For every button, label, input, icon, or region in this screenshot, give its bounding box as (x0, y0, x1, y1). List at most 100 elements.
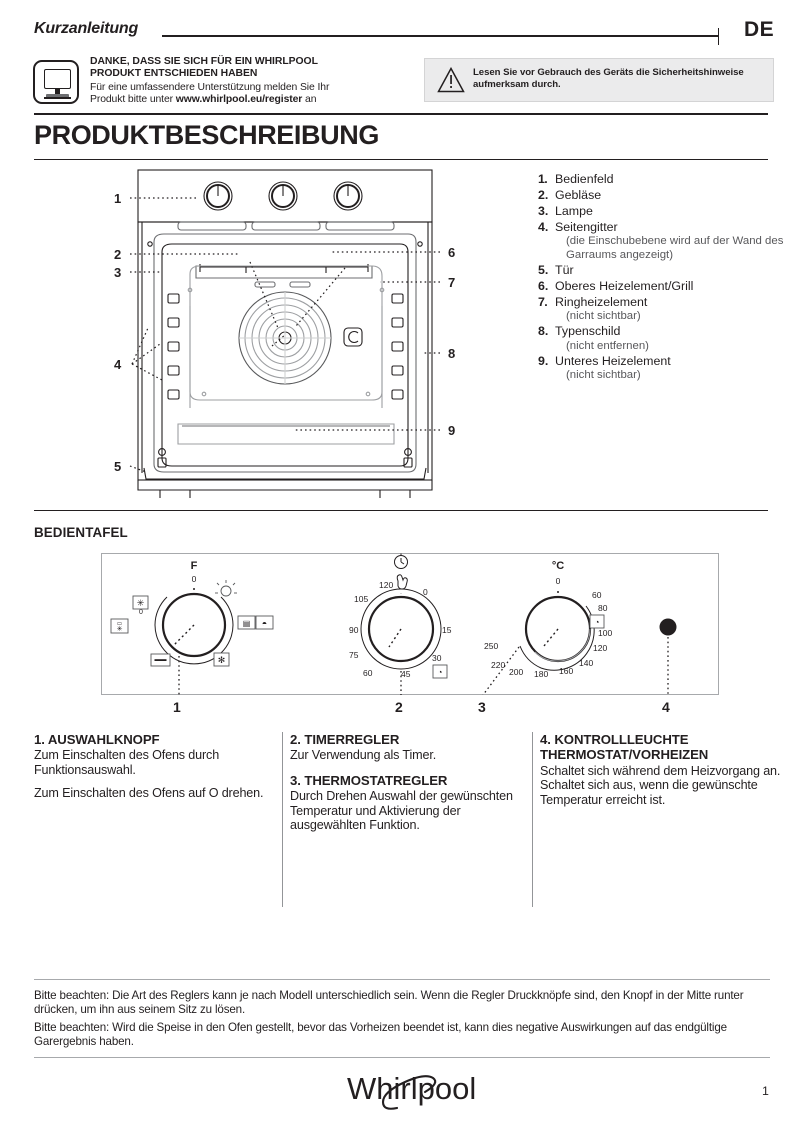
desc-body-2: Zur Verwendung als Timer. (290, 748, 437, 763)
oven-callout-3: 3 (114, 265, 121, 280)
legend-sublabel: (die Einschubebene wird auf der Wand des… (566, 235, 784, 261)
legend-item: 2. Gebläse (538, 188, 788, 203)
legend-item: 9.Unteres Heizelement(nicht sichtbar) (538, 354, 788, 383)
svg-text:250: 250 (484, 641, 498, 651)
header-rule (162, 35, 718, 37)
oven-callout-9: 9 (448, 423, 455, 438)
section-rule-under-title (34, 159, 768, 160)
svg-text:▬▬: ▬▬ (155, 657, 167, 663)
oven-callout-2: 2 (114, 247, 121, 262)
oven-callout-5: 5 (114, 459, 121, 474)
timer-knob-graphic: 0 15 30 45 60 75 90 105 120 · (349, 553, 452, 695)
legend-item: 4. Seitengitter(die Einschubebene wird au… (538, 220, 788, 263)
svg-text:120: 120 (593, 643, 607, 653)
legend-item: 8.Typenschild(nicht entfernen) (538, 324, 788, 353)
legend-item: 3. Lampe (538, 204, 788, 219)
svg-text:100: 100 (598, 628, 612, 638)
selector-knob-graphic: ✳ ▭ ✳ ▬▬ ✻ ▤ ◓ F 0 0 (110, 560, 274, 695)
brand-wordmark: Whirlpool (347, 1071, 476, 1106)
warning-text-line2: aufmerksam durch. (473, 79, 561, 90)
thanks-title-line1: DANKE, DASS SIE SICH FÜR EIN WHIRLPOOL (90, 56, 318, 67)
legend-number: 4. (538, 219, 549, 234)
page-title: PRODUKTBESCHREIBUNG (34, 120, 379, 150)
footnote-2: Bitte beachten: Wird die Speise in den O… (34, 1021, 727, 1049)
legend-label: Typenschild (555, 324, 621, 339)
page-number: 1 (762, 1084, 769, 1098)
monitor-base-shape (46, 94, 69, 98)
legend-item: 5.Tür (538, 263, 788, 278)
warning-triangle-icon (437, 67, 465, 93)
desc-title-2: 2. TIMERREGLER (290, 732, 400, 747)
thanks-title-line2: PRODUKT ENTSCHIEDEN HABEN (90, 68, 258, 80)
whirlpool-logo: Whirlpool (345, 1068, 525, 1112)
svg-text:160: 160 (559, 666, 573, 676)
legend-number: 2. (538, 187, 549, 202)
monitor-screen-shape (44, 69, 71, 89)
svg-text:220: 220 (491, 660, 505, 670)
footnote-rule-top (34, 979, 770, 980)
svg-text:75: 75 (349, 650, 359, 660)
legend-label: Oberes Heizelement/Grill (555, 278, 694, 293)
section-rule-top (34, 113, 768, 115)
desc-title-3: 3. THERMOSTATREGLER (290, 772, 448, 788)
legend-number: 5. (538, 262, 549, 277)
description-column-2: 2. TIMERREGLER Zur Verwendung als Timer.… (290, 732, 528, 841)
legend-label: Seitengitter (555, 219, 618, 234)
svg-text:·: · (400, 591, 402, 597)
oven-callout-1: 1 (114, 191, 121, 206)
legend-number: 6. (538, 278, 549, 293)
selector-knob-zero: 0 (192, 574, 197, 584)
legend-label: Lampe (555, 203, 593, 218)
svg-text:◔: ◔ (594, 617, 599, 627)
document-header: Kurzanleitung DE (34, 18, 774, 52)
desc-title-4: 4. KONTROLLLEUCHTE THERMOSTAT/VORHEIZEN (540, 732, 709, 763)
legend-label: Gebläse (555, 187, 602, 202)
oven-diagram: 1 2 3 4 5 6 7 8 9 (100, 168, 470, 498)
svg-text:120: 120 (379, 580, 393, 590)
thanks-body-line1: Für eine umfassendere Unterstützung meld… (90, 81, 330, 93)
svg-text:180: 180 (534, 669, 548, 679)
svg-text:200: 200 (509, 667, 523, 677)
svg-text:▤: ▤ (243, 619, 251, 628)
monitor-foot-shape (44, 97, 71, 100)
svg-text:0: 0 (139, 609, 143, 616)
oven-callout-8: 8 (448, 346, 455, 361)
svg-text:140: 140 (579, 658, 593, 668)
column-divider-1 (282, 732, 283, 907)
thanks-body-line2-pre: Produkt bitte unter (90, 94, 176, 106)
legend-label: Ringheizelement (555, 294, 648, 309)
panel-callout-2: 2 (395, 699, 403, 715)
monitor-neck-shape (55, 89, 60, 94)
description-column-1: 1. AUSWAHLKNOPF Zum Einschalten des Ofen… (34, 732, 282, 810)
selector-knob-label: F (191, 560, 198, 572)
thermostat-knob-label: °C (552, 560, 564, 572)
svg-text:✻: ✻ (218, 655, 226, 665)
legend-number: 3. (538, 203, 549, 218)
desc-body-4: Schaltet sich während dem Heizvorgang an… (540, 763, 781, 807)
preheat-indicator-light (659, 618, 677, 695)
register-url[interactable]: www.whirlpool.eu/register (175, 94, 303, 106)
header-rule-tick (718, 28, 719, 45)
safety-warning-box: Lesen Sie vor Gebrauch des Geräts die Si… (424, 58, 774, 102)
legend-item: 7.Ringheizelement(nicht sichtbar) (538, 295, 788, 324)
panel-callout-1: 1 (173, 699, 181, 715)
svg-text:▭: ▭ (117, 621, 123, 627)
svg-text:◔: ◔ (437, 667, 442, 677)
thermo-tick-60: 60 (592, 590, 602, 600)
legend-sublabel: (nicht sichtbar) (566, 310, 641, 323)
svg-text:✳: ✳ (117, 625, 123, 633)
svg-text:80: 80 (598, 603, 608, 613)
footnote-rule-bottom (34, 1057, 770, 1058)
description-column-3: 4. KONTROLLLEUCHTE THERMOSTAT/VORHEIZEN … (540, 732, 788, 816)
control-panel-callout-numbers: 1 2 3 4 (101, 697, 719, 719)
legend-sublabel: (nicht sichtbar) (566, 369, 641, 382)
desc-body-3: Durch Drehen Auswahl der gewünschten Tem… (290, 789, 513, 833)
svg-text:15: 15 (442, 625, 452, 635)
legend-sublabel: (nicht entfernen) (566, 339, 649, 352)
language-code: DE (744, 18, 775, 41)
svg-text:◓: ◓ (262, 619, 267, 629)
product-legend: 1.Bedienfeld 2. Gebläse 3. Lampe 4. Seiteng… (538, 172, 788, 383)
svg-text:90: 90 (349, 625, 359, 635)
legend-item: 1.Bedienfeld (538, 172, 788, 187)
